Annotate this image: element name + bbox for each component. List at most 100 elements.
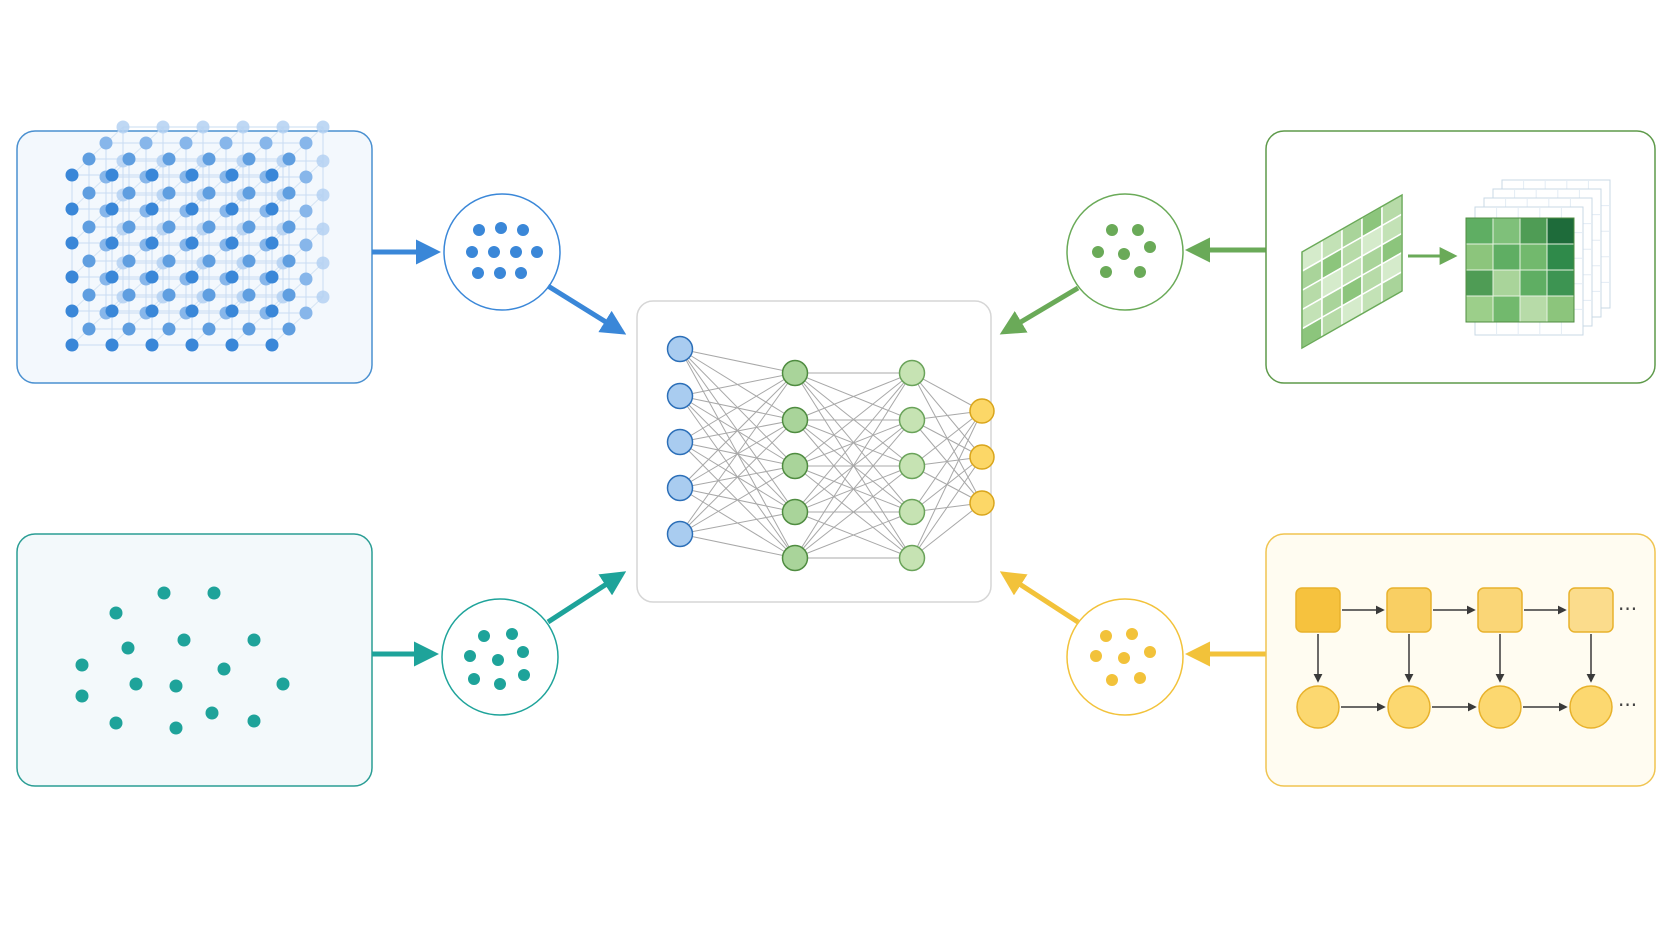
network-neuron xyxy=(666,520,694,548)
network-edge xyxy=(911,410,983,559)
lattice-node xyxy=(265,202,279,216)
network-neuron xyxy=(781,452,809,480)
embedding-dot xyxy=(466,246,478,258)
feature-map-cell xyxy=(1492,243,1521,271)
embedding-dot xyxy=(464,650,476,662)
neural-network-icon xyxy=(666,335,995,572)
network-edge xyxy=(794,511,913,559)
lattice-node xyxy=(82,220,96,234)
network-edge xyxy=(911,456,983,559)
point-embedding-circle-icon xyxy=(1092,224,1156,278)
lattice-node xyxy=(185,236,199,250)
network-neuron xyxy=(898,406,926,434)
network-neuron xyxy=(781,498,809,526)
embedding-dot xyxy=(517,224,529,236)
lattice-node xyxy=(65,168,79,182)
scatter-point xyxy=(129,677,143,691)
convolution-feature-maps-icon xyxy=(1301,179,1611,350)
lattice-node xyxy=(316,290,330,304)
lattice-node xyxy=(202,220,216,234)
lattice-node xyxy=(122,254,136,268)
3d-lattice-grid-icon xyxy=(65,120,330,352)
scatter-point xyxy=(109,606,123,620)
lattice-node xyxy=(185,202,199,216)
scatter-point xyxy=(109,716,123,730)
recurrent-sequence-icon xyxy=(1295,587,1614,729)
scatter-point xyxy=(247,714,261,728)
sequence-output-circle xyxy=(1296,685,1340,729)
network-neuron xyxy=(898,498,926,526)
network-edge xyxy=(911,410,983,513)
feature-map-cell xyxy=(1465,217,1494,245)
network-edge xyxy=(794,372,913,467)
sequence-output-circle xyxy=(1569,685,1613,729)
sequence-state-square xyxy=(1477,587,1523,633)
network-neuron xyxy=(666,474,694,502)
lattice-node xyxy=(265,270,279,284)
lattice-node xyxy=(185,270,199,284)
embedding-dot xyxy=(1118,652,1130,664)
lattice-node xyxy=(122,152,136,166)
lattice-node xyxy=(196,120,210,134)
lattice-node xyxy=(242,288,256,302)
lattice-node xyxy=(82,186,96,200)
feature-map-cell xyxy=(1492,295,1521,323)
network-neuron xyxy=(969,490,995,516)
lattice-node xyxy=(162,322,176,336)
scatter-point xyxy=(247,633,261,647)
feature-map-cell xyxy=(1492,269,1521,297)
embedding-dot xyxy=(472,267,484,279)
lattice-node xyxy=(265,304,279,318)
feature-map-cell xyxy=(1546,243,1575,271)
network-edge xyxy=(679,533,796,559)
lattice-node xyxy=(299,136,313,150)
lattice-node xyxy=(242,186,256,200)
sequence-ellipsis-bottom: ··· xyxy=(1618,693,1637,717)
feature-map-cell xyxy=(1465,243,1494,271)
lattice-node xyxy=(145,270,159,284)
network-edge xyxy=(794,465,913,559)
feature-map-cell xyxy=(1465,295,1494,323)
embedding-dot xyxy=(1100,266,1112,278)
lattice-node xyxy=(145,236,159,250)
lattice-node xyxy=(242,254,256,268)
lattice-node xyxy=(162,254,176,268)
lattice-node xyxy=(105,304,119,318)
teal-embedding-circle xyxy=(441,598,559,716)
network-edge xyxy=(679,465,796,535)
lattice-node xyxy=(225,270,239,284)
lattice-node xyxy=(299,306,313,320)
lattice-node xyxy=(299,272,313,286)
lattice-node xyxy=(225,304,239,318)
scatter-point xyxy=(205,706,219,720)
lattice-node xyxy=(316,120,330,134)
scatter-point xyxy=(75,689,89,703)
network-neuron xyxy=(898,359,926,387)
scatter-point xyxy=(177,633,191,647)
lattice-node xyxy=(65,202,79,216)
lattice-node xyxy=(105,168,119,182)
lattice-node xyxy=(145,168,159,182)
network-neuron xyxy=(969,398,995,424)
lattice-node xyxy=(122,186,136,200)
embedding-dot xyxy=(515,267,527,279)
lattice-node xyxy=(122,288,136,302)
embedding-dot xyxy=(488,246,500,258)
arrow-embedding-to-network-blue xyxy=(546,283,627,335)
scatter-point xyxy=(157,586,171,600)
network-edge xyxy=(911,372,983,412)
scatter-point xyxy=(75,658,89,672)
feature-map-cell xyxy=(1546,217,1575,245)
network-neuron xyxy=(898,544,926,572)
lattice-node xyxy=(282,322,296,336)
point-embedding-circle-icon xyxy=(464,628,530,690)
embedding-dot xyxy=(1100,630,1112,642)
lattice-node xyxy=(265,236,279,250)
lattice-node xyxy=(185,304,199,318)
lattice-node xyxy=(225,168,239,182)
network-neuron xyxy=(969,444,995,470)
scatter-point xyxy=(276,677,290,691)
network-neuron xyxy=(781,406,809,434)
network-edge xyxy=(679,372,796,535)
scatter-point xyxy=(217,662,231,676)
